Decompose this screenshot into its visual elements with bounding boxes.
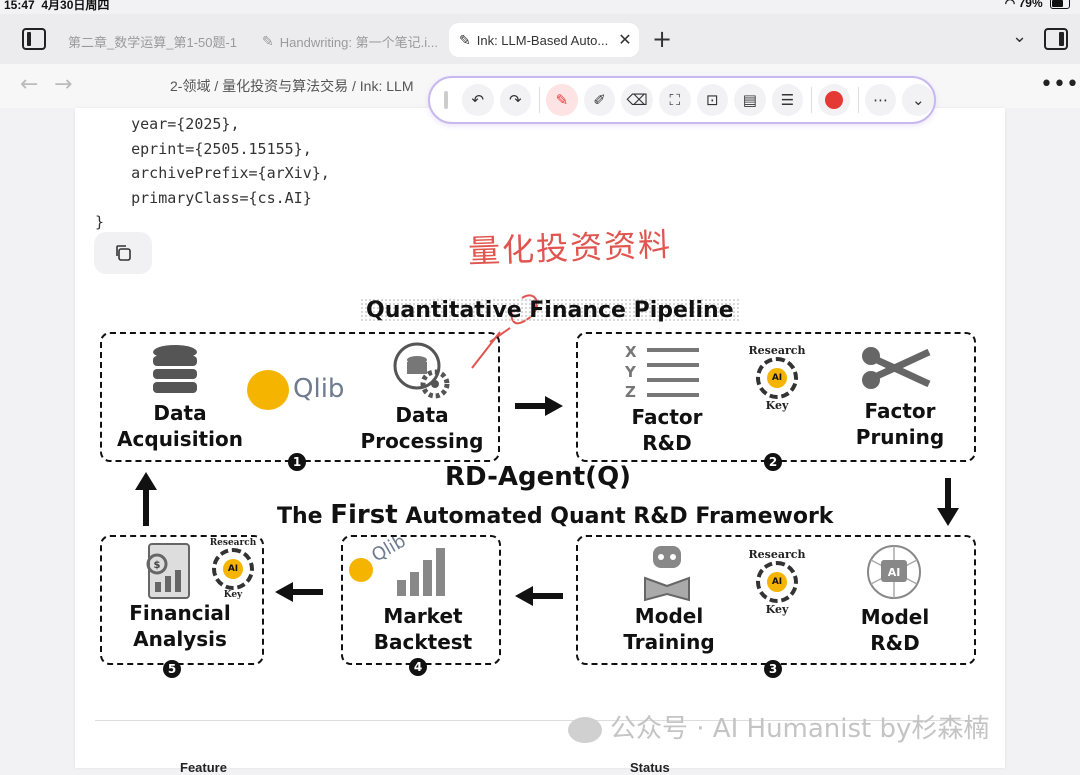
qlib-logo-text: Qlib — [293, 374, 345, 404]
ink-toolbar: ↶ ↷ ✎ ✐ ⌫ ⛶ ⊡ ▤ ☰ ⋯ ⌄ — [428, 76, 936, 124]
qlib-logo-icon — [349, 558, 373, 582]
back-arrow-icon[interactable]: ← — [20, 72, 39, 97]
new-tab-icon[interactable]: + — [652, 25, 673, 53]
arrow-down-icon — [937, 478, 959, 526]
divider — [857, 87, 859, 113]
close-tab-icon[interactable]: ✕ — [618, 32, 632, 49]
code-line: } — [95, 213, 105, 231]
tab-2[interactable]: ✎Handwriting: 第一个笔记.i... — [262, 32, 438, 50]
model-rd-label: Model R&D — [860, 605, 930, 655]
financial-analysis-label: Financial Analysis — [129, 601, 231, 651]
financial-report-icon: $ — [146, 543, 190, 599]
copy-button[interactable] — [94, 232, 152, 274]
factor-pruning-label: Factor Pruning — [855, 399, 945, 449]
bar-chart-icon — [397, 548, 445, 596]
color-picker-red[interactable] — [818, 84, 850, 116]
svg-text:$: $ — [154, 560, 161, 571]
step-4-badge: 4 — [409, 658, 427, 676]
more-options-icon[interactable]: ⋯ — [864, 84, 897, 116]
tab-3-active[interactable]: ✎ Ink: LLM-Based Auto... ✕ — [449, 23, 639, 57]
ai-network-icon: AI — [867, 545, 921, 599]
divider — [811, 87, 813, 113]
data-processing-icon — [393, 342, 450, 399]
framework-title: RD-Agent(Q) — [445, 462, 632, 492]
figure-title: Quantitative Finance Pipeline — [360, 298, 740, 323]
battery-percent: 79% — [1018, 0, 1043, 10]
ai-gear-icon: AI — [756, 561, 798, 603]
tab-1[interactable]: 第二章_数学运算_第1-50题-1 — [68, 34, 238, 50]
forward-arrow-icon[interactable]: → — [54, 72, 73, 97]
settings-sliders-icon[interactable]: ☰ — [771, 84, 804, 116]
status-bar: 15:47 4月30日周四 ◠ 79% — [0, 0, 1080, 14]
redo-icon[interactable]: ↷ — [499, 84, 532, 116]
code-line: archivePrefix={arXiv}, — [95, 164, 330, 182]
database-icon — [153, 345, 197, 393]
scissors-icon — [862, 347, 931, 389]
xyz-list-icon: X Y Z — [625, 343, 637, 401]
factor-rd-label: Factor R&D — [631, 405, 703, 455]
pen-icon: ✎ — [459, 31, 471, 48]
panel-toggle-icon[interactable] — [1044, 28, 1068, 50]
wifi-icon: ◠ — [1004, 0, 1016, 10]
divider — [539, 87, 541, 113]
watermark: 公众号 · AI Humanist by杉森楠 — [568, 708, 989, 745]
pipeline-figure: Quantitative Finance Pipeline Data Acqui… — [95, 290, 985, 690]
battery-icon — [1050, 0, 1070, 10]
highlighter-icon[interactable]: ✐ — [583, 84, 616, 116]
text-recognize-icon[interactable]: ▤ — [734, 84, 766, 116]
section-divider — [95, 720, 965, 721]
code-block: year={2025}, eprint={2505.15155}, archiv… — [95, 112, 330, 235]
code-line: year={2025}, — [95, 115, 240, 133]
handwritten-note: 量化投资资料 — [467, 225, 673, 271]
data-acquisition-label: Data Acquisition — [117, 401, 243, 451]
lasso-select-icon[interactable]: ⛶ — [658, 84, 691, 116]
framework-subtitle: The First Automated Quant R&D Framework — [277, 500, 834, 530]
ai-gear-icon: AI — [756, 357, 798, 399]
eraser-icon[interactable]: ⌫ — [621, 84, 653, 116]
step-3-badge: 3 — [764, 660, 782, 678]
data-processing-label: Data Processing — [360, 403, 484, 453]
stage-5-box — [100, 535, 264, 665]
more-icon[interactable]: ••• — [1040, 72, 1079, 97]
undo-icon[interactable]: ↶ — [461, 84, 494, 116]
pen-tool-icon[interactable]: ✎ — [546, 84, 578, 116]
status-right: ◠ 79% — [1005, 0, 1070, 10]
step-1-badge: 1 — [288, 453, 306, 471]
code-line: eprint={2505.15155}, — [95, 139, 312, 158]
svg-text:AI: AI — [888, 566, 901, 579]
ai-gear-icon: AI — [212, 548, 254, 590]
breadcrumb[interactable]: 2-领域 / 量化投资与算法交易 / Ink: LLM — [170, 78, 414, 94]
wechat-icon — [568, 716, 602, 743]
arrow-left-icon — [275, 582, 323, 602]
qlib-logo-icon — [247, 370, 289, 410]
robot-reader-icon — [644, 546, 690, 602]
list-lines-icon — [647, 348, 699, 397]
model-training-label: Model Training — [623, 604, 715, 654]
market-backtest-label: Market Backtest — [373, 604, 473, 654]
step-5-badge: 5 — [163, 660, 181, 678]
sidebar-toggle-icon[interactable] — [22, 28, 46, 50]
zoom-select-icon[interactable]: ⊡ — [696, 84, 729, 116]
arrow-up-icon — [135, 472, 157, 526]
code-line: primaryClass={cs.AI} — [95, 188, 312, 207]
arrow-right-icon — [515, 396, 563, 416]
arrow-left-icon — [515, 586, 563, 606]
step-2-badge: 2 — [764, 453, 782, 471]
tab-bar: 第二章_数学运算_第1-50题-1 ✎Handwriting: 第一个笔记.i.… — [0, 14, 1080, 64]
collapse-chevron-icon[interactable]: ⌄ — [902, 84, 935, 116]
chevron-down-icon[interactable]: ⌄ — [1012, 26, 1028, 47]
document-page — [75, 108, 1005, 768]
status-time: 15:47 4月30日周四 — [4, 0, 110, 12]
pen-icon: ✎ — [262, 32, 274, 49]
drag-handle[interactable] — [444, 91, 448, 109]
copy-icon — [116, 245, 131, 261]
